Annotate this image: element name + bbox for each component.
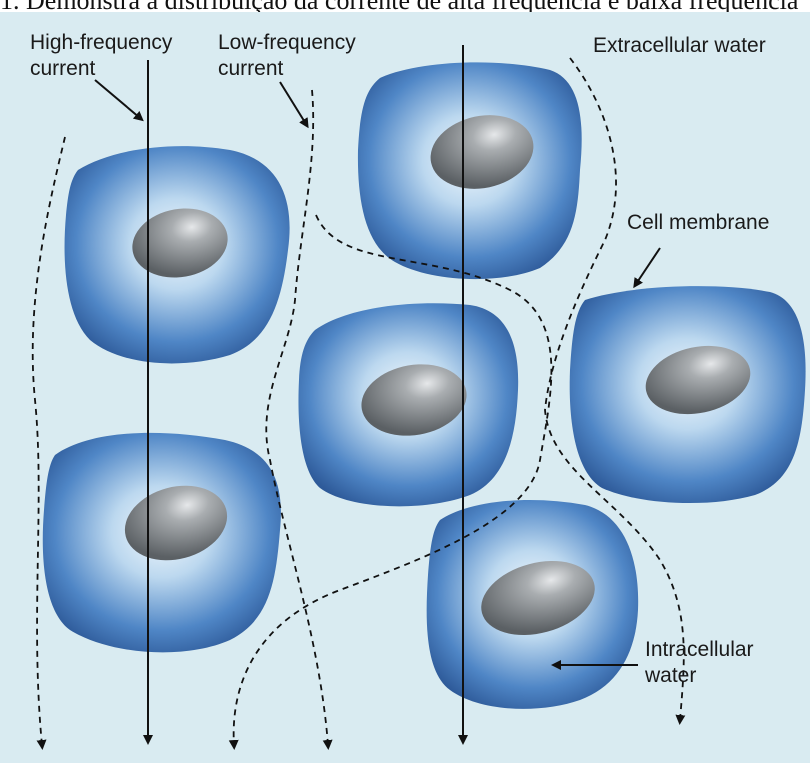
high-frequency-label: High-frequency current [30, 30, 172, 82]
cell-membrane-label: Cell membrane [627, 210, 769, 236]
cell-membrane-pointer [636, 248, 660, 284]
cell-top-left [65, 146, 290, 363]
high-frequency-pointer [95, 80, 140, 118]
intracellular-water-label: Intracellular water [645, 637, 754, 689]
low-frequency-path [33, 137, 65, 745]
cell-bottom-center [427, 500, 639, 709]
extracellular-water-label: Extracellular water [593, 33, 766, 59]
cell-middle-center [298, 303, 518, 506]
low-frequency-pointer [280, 82, 306, 124]
cell-top-center [358, 62, 582, 279]
low-frequency-label: Low-frequency current [218, 30, 356, 82]
cell-bottom-left [43, 433, 281, 652]
cell-right [570, 286, 806, 503]
